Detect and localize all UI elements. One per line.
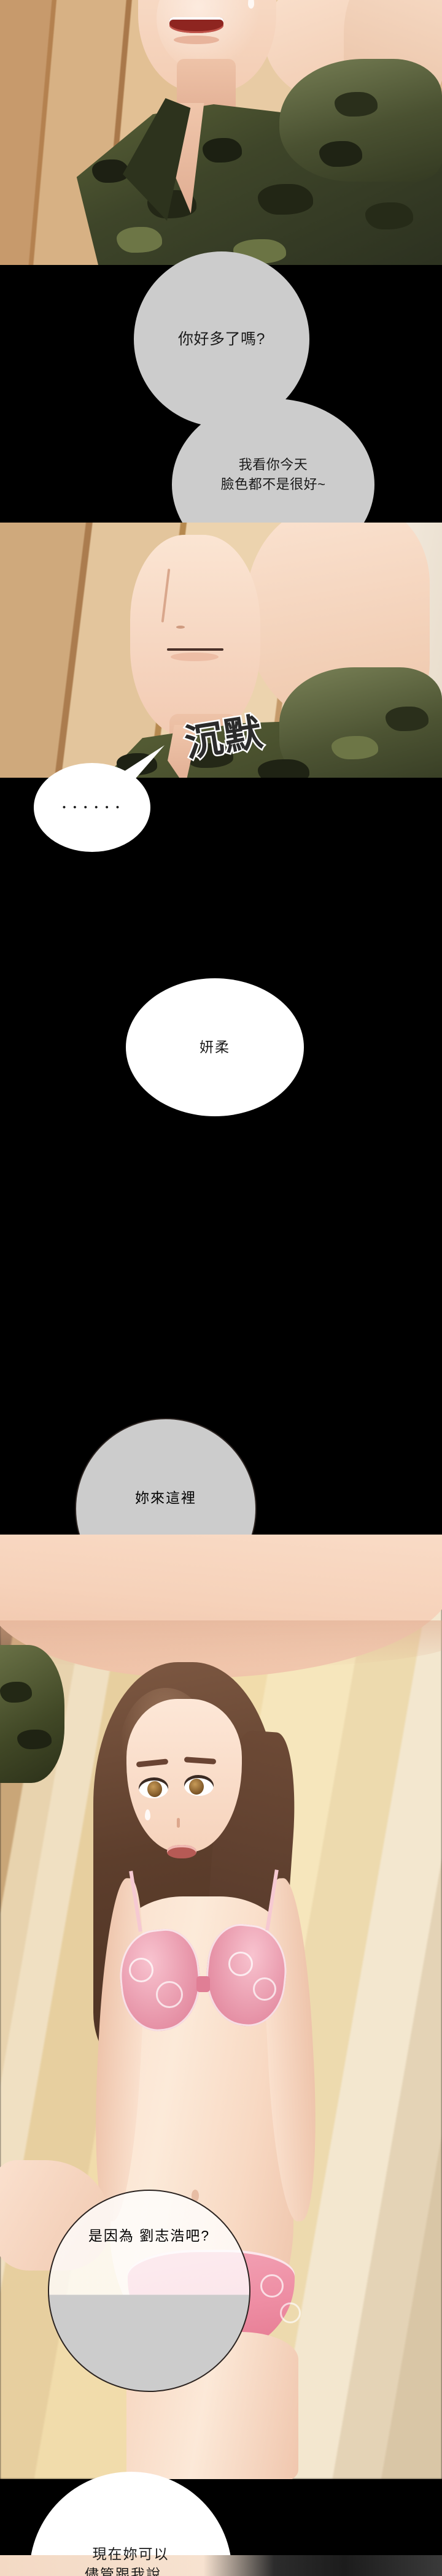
camo-blob (335, 92, 378, 117)
bubble-text: 現在妳可以 儘管跟我說… (85, 2546, 177, 2576)
panties-rose-pattern (260, 2274, 284, 2298)
mouth-open (167, 1845, 196, 1858)
bubble-text: 我看你今天 臉色都不是很好~ (220, 457, 326, 492)
bubble-text: 你好多了嗎? (178, 330, 265, 348)
camo-blob (319, 141, 362, 167)
camouflage-cuff (0, 1645, 64, 1783)
arm-shadow (0, 1620, 442, 1669)
camo-blob (258, 759, 309, 778)
camo-blob (17, 1730, 52, 1749)
soldier-face (130, 535, 260, 737)
navel (192, 2190, 199, 2202)
mouth-flat (167, 648, 223, 651)
sweat-drop (145, 1809, 150, 1820)
next-panel-skin (0, 2555, 442, 2576)
camo-blob (203, 138, 242, 163)
speech-bubble-tail (98, 745, 165, 792)
camo-blob (117, 227, 162, 253)
bra-rose-pattern (156, 1981, 183, 2008)
camo-blob (332, 736, 378, 759)
bubble-text: 是因為 劉志浩吧? (88, 2228, 211, 2244)
bra-cup-right (201, 1920, 292, 2030)
lower-lip (174, 36, 219, 44)
speech-bubble-name-yanrou: 妍柔 (126, 978, 304, 1116)
panel-soldier-smiling-closeup (0, 0, 442, 265)
bubble-text: • • • • • • (62, 802, 122, 813)
camo-blob (92, 159, 129, 183)
nostril (176, 626, 185, 629)
panel-soldier-silent-closeup: 沉默 (0, 523, 442, 778)
bra-rose-pattern (129, 1958, 153, 1982)
camo-blob (386, 707, 428, 731)
panel-bottom-sliver (0, 2555, 442, 2576)
bubble-text: 妳來這裡 (135, 1490, 196, 1506)
nose (177, 1818, 180, 1828)
bra (115, 1869, 292, 2041)
camo-blob (258, 184, 313, 215)
panties-rose-pattern (280, 2302, 301, 2323)
bra-center-gore (196, 1976, 210, 1992)
bra-rose-pattern (253, 1977, 276, 2001)
camo-blob (0, 1682, 32, 1703)
speech-bubble-because-of-liuzhihao: 是因為 劉志浩吧? (48, 2190, 250, 2392)
bra-cup-left (115, 1925, 206, 2035)
mouth-open-smile (169, 17, 223, 33)
sweat-drop (248, 0, 254, 9)
camo-blob (365, 202, 413, 229)
speech-bubble-feeling-better: 你好多了嗎? (134, 251, 309, 427)
sfx-text: 沉默 (180, 710, 268, 767)
womans-face (126, 1699, 242, 1852)
iris-right (189, 1779, 204, 1795)
bra-rose-pattern (228, 1952, 253, 1976)
lower-lip (171, 653, 219, 661)
iris-left (147, 1781, 162, 1797)
bubble-text: 妍柔 (200, 1038, 230, 1055)
camouflage-sleeve (279, 59, 442, 182)
